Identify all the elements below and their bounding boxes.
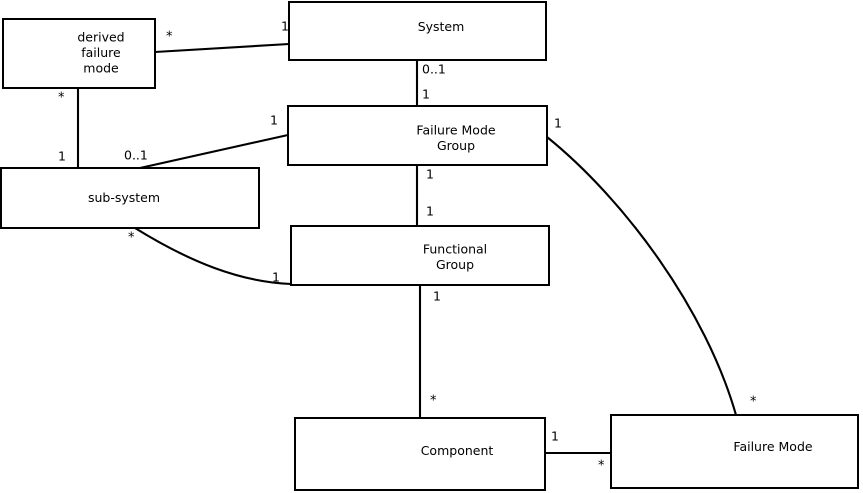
multiplicity-label-mult-fmg-fm-near: 1 (554, 116, 562, 131)
multiplicity-label-mult-fmg-fg-near: 1 (426, 167, 434, 182)
multiplicity-label-mult-dfm-to-sub-far: 1 (58, 149, 66, 164)
multiplicity-label-mult-sub-fg-far: 1 (272, 270, 280, 285)
multiplicity-label-mult-fg-comp-near: 1 (433, 289, 441, 304)
class-box-system[interactable]: System (287, 0, 548, 62)
association-line-failure-mode-group-failure-mode (546, 136, 738, 416)
multiplicity-label-mult-fg-comp-far: * (430, 394, 437, 409)
class-box-outline-functional-group (289, 224, 551, 287)
class-box-failure-mode[interactable]: Failure Mode (609, 413, 860, 490)
class-box-label-line: sub-system (88, 190, 160, 205)
class-box-outline-system (287, 0, 548, 62)
multiplicity-label-mult-comp-fm-near: 1 (551, 429, 559, 444)
multiplicity-label-mult-sub-fmg-near: 0..1 (124, 148, 148, 163)
class-box-label-line: System (418, 19, 465, 34)
multiplicity-label-mult-sub-fmg-far: 1 (270, 113, 278, 128)
class-box-label-line: Functional (423, 241, 487, 256)
class-box-outline-failure-mode-group (286, 104, 549, 167)
multiplicity-label-mult-dfm-to-system-near: * (166, 30, 173, 45)
class-box-label-component: Component (421, 443, 494, 458)
class-box-label-line: failure (81, 45, 121, 60)
class-box-component[interactable]: Component (293, 416, 547, 492)
class-box-label-line: derived (77, 29, 124, 44)
multiplicity-label-mult-dfm-to-system-far: 1 (281, 19, 289, 34)
multiplicity-label-mult-system-fmg-far: 1 (422, 87, 430, 102)
class-box-label-line: Group (436, 256, 474, 271)
multiplicity-label-mult-sub-fg-near: * (128, 231, 135, 246)
class-box-outline-derived-failure-mode (1, 17, 157, 90)
class-box-label-line: Component (421, 443, 494, 458)
edges-layer (76, 42, 738, 455)
multiplicity-label-mult-fmg-fm-far: * (750, 395, 757, 410)
multiplicity-label-mult-dfm-to-sub-near: * (58, 91, 65, 106)
class-box-label-line: mode (83, 60, 119, 75)
class-box-label-line: Group (437, 137, 475, 152)
multiplicity-label-mult-fmg-fg-far: 1 (426, 204, 434, 219)
association-line-sub-system-functional-group (134, 227, 292, 286)
class-box-sub-system[interactable]: sub-system (0, 166, 261, 230)
association-line-derived-failure-mode-system (154, 42, 290, 54)
class-box-label-line: Failure Mode (416, 122, 495, 137)
class-box-outline-sub-system (0, 166, 261, 230)
multiplicity-label-mult-comp-fm-far: * (598, 459, 605, 474)
multiplicity-label-mult-system-fmg-near: 0..1 (422, 62, 446, 77)
association-line-sub-system-failure-mode-group (139, 133, 289, 170)
class-box-outline-component (293, 416, 547, 492)
class-box-label-line: Failure Mode (733, 439, 812, 454)
class-box-label-sub-system: sub-system (88, 190, 160, 205)
class-box-label-system: System (418, 19, 465, 34)
multiplicity-labels-layer: * 1 * 1 0..1 1 1 0..1 1 1 1 * * 1 1 * 1 * (58, 19, 757, 474)
class-box-outline-failure-mode (609, 413, 860, 490)
class-box-label-failure-mode: Failure Mode (733, 439, 812, 454)
